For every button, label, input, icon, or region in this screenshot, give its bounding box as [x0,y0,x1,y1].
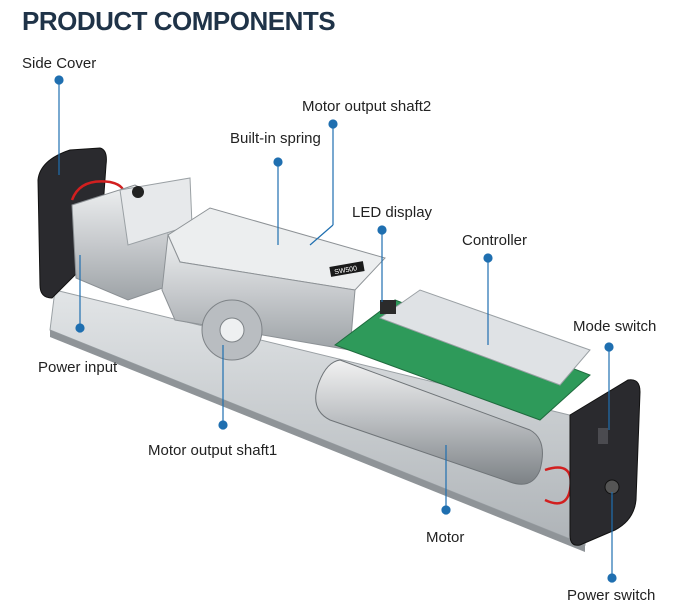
dot-motor-output-shaft2 [328,119,338,129]
label-power-input: Power input [38,359,118,376]
mode-switch [598,428,608,444]
dot-controller [483,253,493,263]
shaft1-hub [219,317,245,343]
controller-box [378,289,591,386]
dot-built-in-spring [273,157,283,167]
label-led-display: LED display [352,204,433,221]
device-marking-plate [329,261,365,277]
label-controller: Controller [462,232,528,249]
dot-mode-switch [604,342,614,352]
dot-power-input [75,323,85,333]
button-cap [132,186,144,198]
dot-led-display [377,225,387,235]
label-motor-output-shaft2: Motor output shaft2 [302,98,432,115]
base-rail-edge [50,330,585,552]
motor-cylinder [315,359,543,485]
dot-motor-output-shaft1 [218,420,228,430]
dot-side-cover [54,75,64,85]
label-motor-output-shaft1: Motor output shaft1 [148,442,278,459]
side-cover-right [569,379,641,546]
device-marking: SW500 [334,265,358,276]
label-built-in-spring: Built-in spring [230,130,321,147]
label-motor: Motor [426,529,465,546]
page-title: PRODUCT COMPONENTS [22,6,336,36]
power-switch [604,479,620,495]
dot-power-switch [607,573,617,583]
label-side-cover: Side Cover [22,55,97,72]
led-display [380,300,396,314]
label-mode-switch: Mode switch [573,318,657,335]
leader-motor-output-shaft2-tip [309,224,334,246]
dot-motor [441,505,451,515]
controller-board [333,299,591,421]
label-power-switch: Power switch [567,587,656,604]
